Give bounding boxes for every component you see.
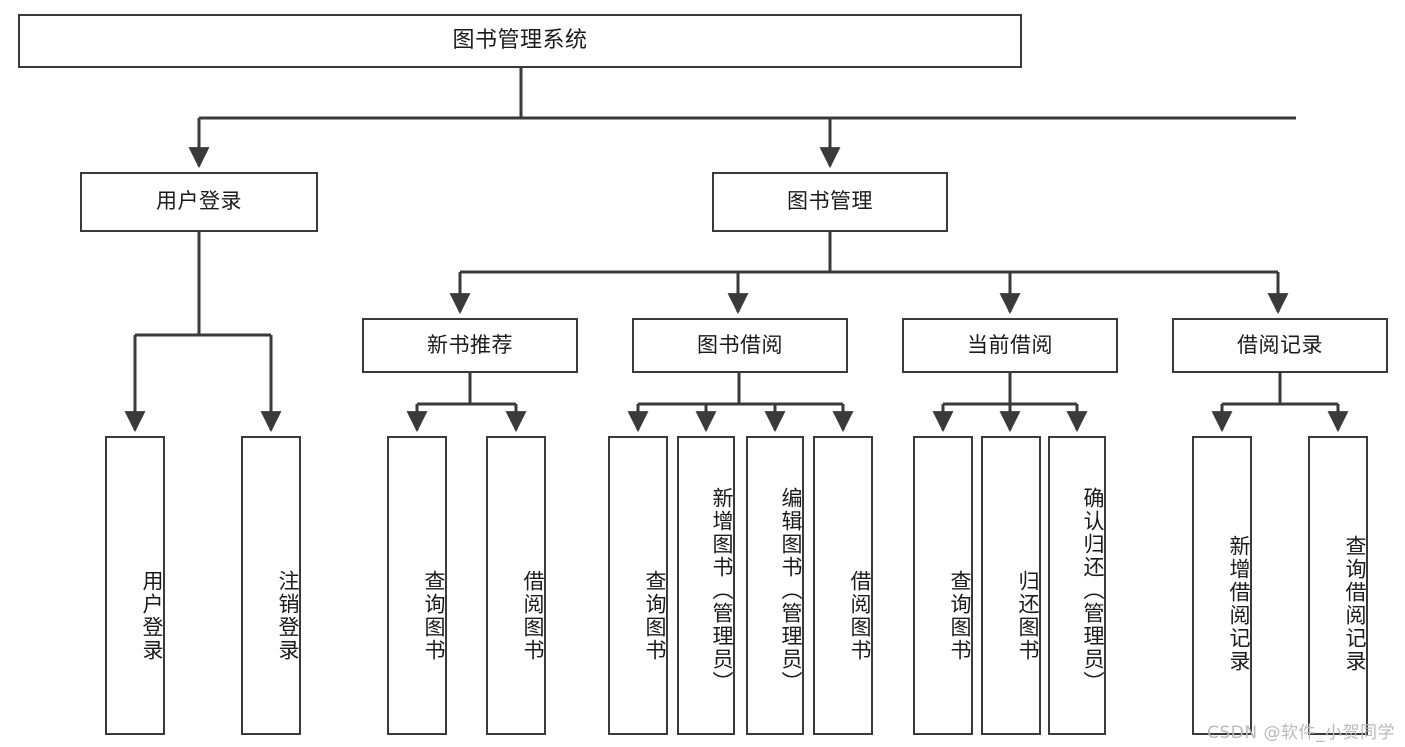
node-book-manage[interactable]: 图书管理 — [712, 172, 948, 232]
node-leaf-query-book-2[interactable]: 查询图书 — [608, 436, 668, 735]
node-leaf-confirm-return-label: 确认归还（管理员） — [1081, 487, 1105, 694]
node-leaf-user-login-label: 用户登录 — [140, 569, 164, 662]
node-leaf-borrow-book-1-label: 借阅图书 — [521, 569, 545, 662]
node-root[interactable]: 图书管理系统 — [18, 14, 1022, 68]
node-leaf-add-record-label: 新增借阅记录 — [1227, 534, 1251, 673]
node-leaf-add-book[interactable]: 新增图书（管理员） — [677, 436, 735, 735]
node-leaf-query-book-3-label: 查询图书 — [948, 569, 972, 662]
node-leaf-return-book-label: 归还图书 — [1016, 569, 1040, 662]
node-leaf-borrow-book-2[interactable]: 借阅图书 — [813, 436, 873, 735]
node-new-book-recommend-label: 新书推荐 — [427, 332, 513, 357]
node-user-login-label: 用户登录 — [156, 189, 242, 214]
node-leaf-logout[interactable]: 注销登录 — [241, 436, 301, 735]
node-borrow-record-label: 借阅记录 — [1237, 332, 1323, 357]
node-leaf-return-book[interactable]: 归还图书 — [981, 436, 1041, 735]
node-current-borrow[interactable]: 当前借阅 — [902, 318, 1118, 373]
node-leaf-query-record-label: 查询借阅记录 — [1343, 534, 1367, 673]
csdn-watermark: CSDN @软件_小贺同学 — [1207, 723, 1395, 743]
node-leaf-edit-book[interactable]: 编辑图书（管理员） — [746, 436, 804, 735]
node-leaf-user-login[interactable]: 用户登录 — [105, 436, 165, 735]
node-leaf-query-book-2-label: 查询图书 — [643, 569, 667, 662]
node-book-borrow[interactable]: 图书借阅 — [632, 318, 848, 373]
node-leaf-add-book-label: 新增图书（管理员） — [710, 487, 734, 694]
node-leaf-confirm-return[interactable]: 确认归还（管理员） — [1048, 436, 1106, 735]
node-leaf-query-book-3[interactable]: 查询图书 — [913, 436, 973, 735]
node-leaf-query-book-1[interactable]: 查询图书 — [387, 436, 447, 735]
node-leaf-logout-label: 注销登录 — [276, 569, 300, 662]
node-borrow-record[interactable]: 借阅记录 — [1172, 318, 1388, 373]
node-book-manage-label: 图书管理 — [787, 189, 873, 214]
node-book-borrow-label: 图书借阅 — [697, 332, 783, 357]
node-current-borrow-label: 当前借阅 — [967, 332, 1053, 357]
node-leaf-add-record[interactable]: 新增借阅记录 — [1192, 436, 1252, 735]
node-leaf-borrow-book-2-label: 借阅图书 — [848, 569, 872, 662]
node-leaf-query-record[interactable]: 查询借阅记录 — [1308, 436, 1368, 735]
node-new-book-recommend[interactable]: 新书推荐 — [362, 318, 578, 373]
node-leaf-edit-book-label: 编辑图书（管理员） — [779, 487, 803, 694]
node-leaf-borrow-book-1[interactable]: 借阅图书 — [486, 436, 546, 735]
node-leaf-query-book-1-label: 查询图书 — [422, 569, 446, 662]
node-root-label: 图书管理系统 — [452, 27, 588, 53]
node-user-login[interactable]: 用户登录 — [80, 172, 318, 232]
